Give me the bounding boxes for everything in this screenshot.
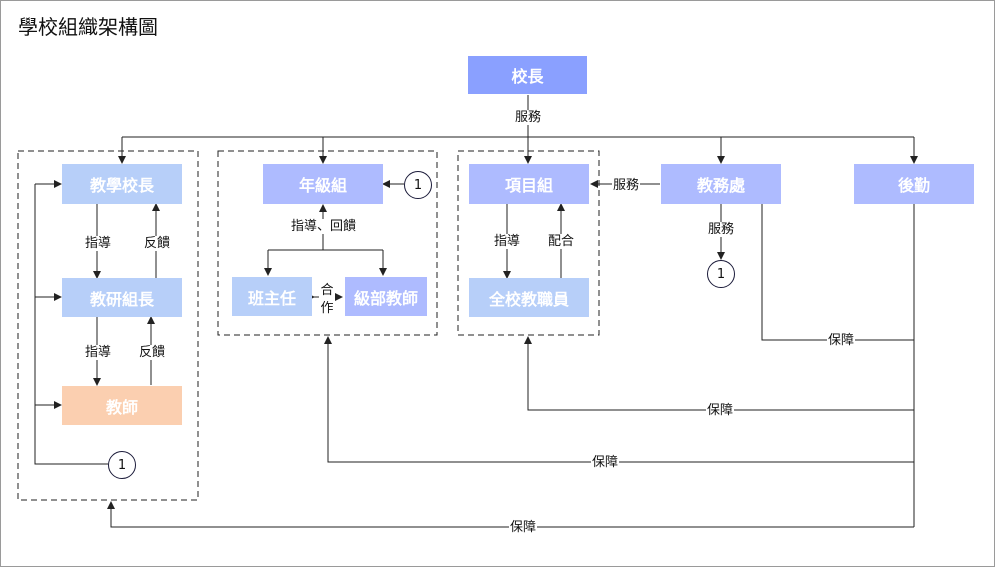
node-principal: 校長 <box>468 56 587 94</box>
node-research-head: 教研組長 <box>62 278 182 317</box>
node-grade-teachers: 級部教師 <box>345 277 427 316</box>
label-guide-3: 指導 <box>493 234 522 249</box>
node-project-group: 項目組 <box>469 164 589 204</box>
connector-circle-grade: 1 <box>404 171 432 199</box>
label-support-office: 保障 <box>827 333 856 348</box>
node-logistics: 後勤 <box>854 164 974 204</box>
group-frame-teaching <box>17 150 199 501</box>
node-all-staff: 全校教職員 <box>469 278 589 317</box>
node-academic-office: 教務處 <box>661 164 781 204</box>
label-support-grade: 保障 <box>591 455 620 470</box>
label-cooperate-2: 作 <box>319 301 335 316</box>
label-guide-1: 指導 <box>84 236 113 251</box>
label-serve-top: 服務 <box>514 110 543 125</box>
label-guide-2: 指導 <box>84 345 113 360</box>
node-teacher: 教師 <box>62 386 182 425</box>
connector-circle-office: 1 <box>707 260 735 288</box>
label-feedback-1: 反饋 <box>143 236 172 251</box>
node-teaching-vp: 教學校長 <box>62 164 182 204</box>
connector-circle-teaching: 1 <box>108 451 136 479</box>
label-coordinate: 配合 <box>547 234 576 249</box>
label-feedback-2: 反饋 <box>138 345 167 360</box>
label-serve-project: 服務 <box>612 178 641 193</box>
node-grade-group: 年級組 <box>263 164 383 204</box>
group-frame-grade <box>217 150 438 336</box>
node-homeroom-teacher: 班主任 <box>232 277 312 316</box>
edge-support-project <box>524 336 914 411</box>
label-cooperate-1: 合 <box>319 283 335 298</box>
edge-loop-left <box>34 184 108 465</box>
label-serve-office: 服務 <box>707 222 736 237</box>
edge-support-teaching <box>107 501 914 528</box>
label-guide-return: 指導、回饋 <box>290 219 358 234</box>
label-support-teaching: 保障 <box>509 520 538 535</box>
edge-support-office <box>758 195 914 341</box>
diagram-title: 學校組織架構圖 <box>18 15 158 39</box>
label-support-project: 保障 <box>706 403 735 418</box>
edge-support-grade <box>324 336 914 463</box>
